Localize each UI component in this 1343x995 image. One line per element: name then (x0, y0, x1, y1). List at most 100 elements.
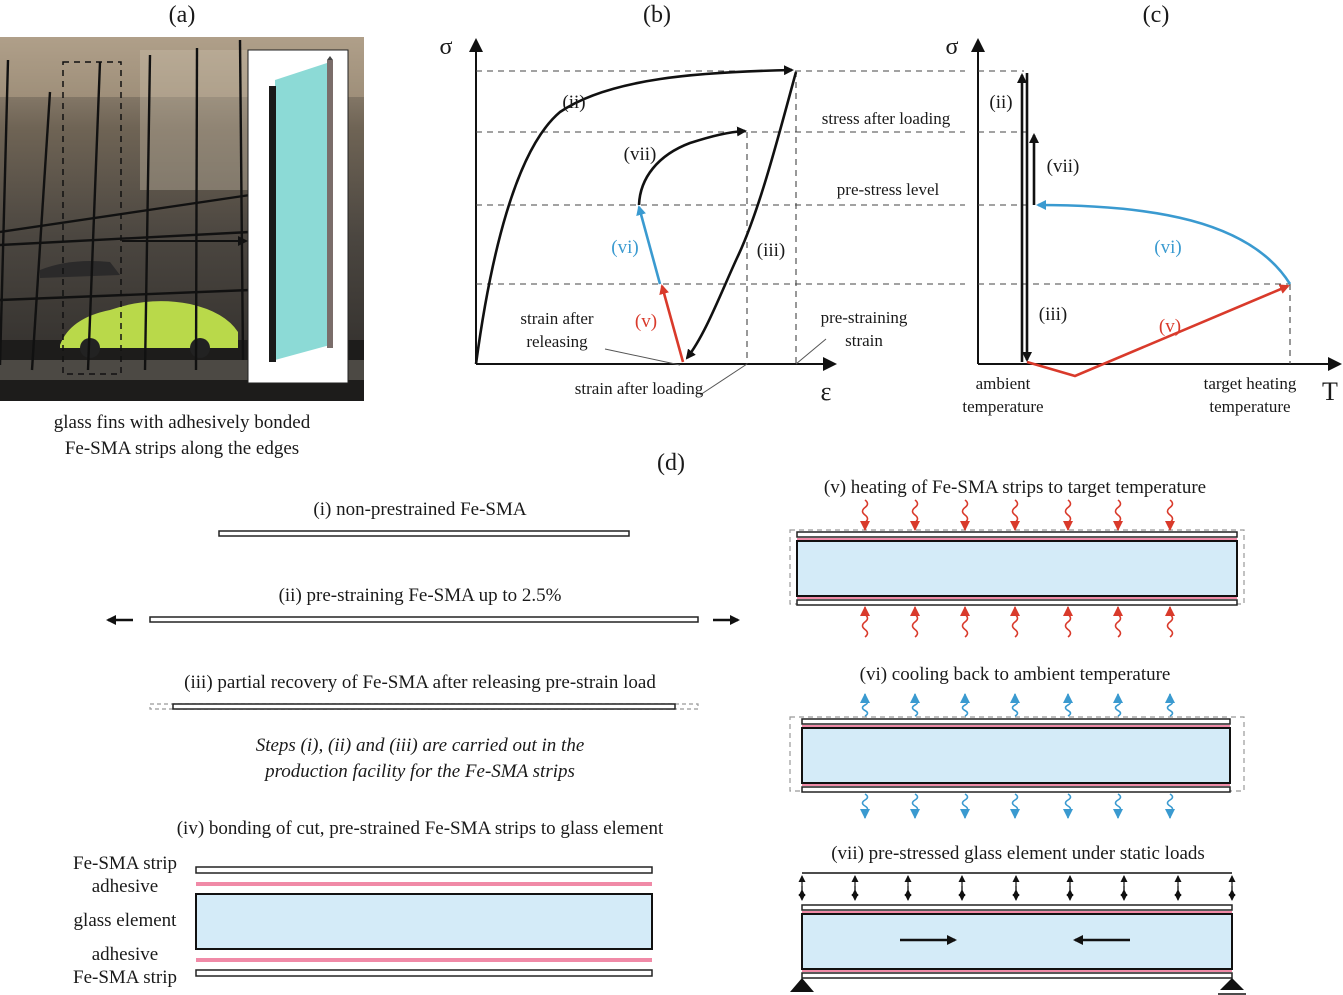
assembly-cooling (789, 693, 1245, 819)
graph-c-label-iii: (iii) (1039, 304, 1068, 325)
photo-caption-line1: glass fins with adhesively bonded (54, 412, 311, 433)
exploded-layers (195, 866, 653, 977)
step-vii-title: (vii) pre-stressed glass element under s… (831, 843, 1205, 864)
cool-arrow (1113, 793, 1123, 819)
step-ii-title: (ii) pre-straining Fe-SMA up to 2.5% (279, 585, 562, 606)
strip-step-ii (149, 616, 699, 623)
label-stress-after-loading: stress after loading (822, 109, 951, 128)
graph-c-label-vii: (vii) (1047, 156, 1080, 177)
curve-b-vii (637, 126, 747, 206)
cool-arrow (1063, 693, 1073, 717)
static-load-arrows (798, 875, 1236, 901)
graph-c-label-ii: (ii) (989, 92, 1012, 113)
graph-b-label-iii: (iii) (757, 240, 786, 261)
label-ambient-2: temperature (962, 397, 1043, 416)
graph-b-label-vi: (vi) (611, 237, 638, 258)
layer-glass (195, 893, 653, 950)
label-strain-after-loading: strain after loading (575, 379, 704, 398)
layer-label-strip-top: Fe-SMA strip (73, 853, 177, 874)
assembly-static-loads (790, 872, 1246, 995)
heat-arrow (960, 499, 970, 531)
heat-arrows-top (860, 499, 1175, 531)
panel-label-b: (b) (643, 2, 671, 28)
cool-arrows-bottom (860, 793, 1175, 819)
label-pre-stress-level: pre-stress level (837, 180, 940, 199)
cool-arrow (1010, 793, 1020, 819)
curve-b-ii (474, 65, 794, 365)
graph-c (971, 38, 1342, 378)
heat-arrow (1063, 606, 1073, 638)
assembly-heating (789, 499, 1245, 638)
graph-b (469, 38, 965, 396)
leader-strain-after-releasing (604, 348, 681, 366)
heat-arrow (1165, 606, 1175, 638)
cool-arrow (860, 693, 870, 717)
heat-arrow (1010, 499, 1020, 531)
label-ambient-1: ambient (976, 374, 1031, 393)
step-iv-title: (iv) bonding of cut, pre-strained Fe-SMA… (177, 818, 664, 839)
graph-c-temperature: T (1322, 377, 1338, 406)
step-iii-title: (iii) partial recovery of Fe-SMA after r… (184, 672, 656, 693)
panel-label-d: (d) (657, 450, 685, 476)
cool-arrow (1063, 793, 1073, 819)
step-note-1: Steps (i), (ii) and (iii) are carried ou… (256, 735, 585, 756)
heat-arrow (860, 606, 870, 638)
photo-glass-fins (0, 37, 364, 401)
label-target-2: temperature (1209, 397, 1290, 416)
strip-step-iii (172, 703, 676, 710)
cool-arrow (1010, 693, 1020, 717)
label-strain-after-releasing-1: strain after (520, 309, 593, 328)
heat-arrow (1165, 499, 1175, 531)
layer-label-strip-bottom: Fe-SMA strip (73, 967, 177, 988)
roller-support (1220, 978, 1244, 990)
heat-arrow (1010, 606, 1020, 638)
leader-pre-straining-strain (795, 338, 827, 365)
step-i-title: (i) non-prestrained Fe-SMA (313, 499, 526, 520)
photo-caption-line2: Fe-SMA strips along the edges (65, 438, 299, 459)
leader-strain-after-loading (699, 363, 748, 396)
label-pre-straining-strain-1: pre-straining (821, 308, 908, 327)
panel-label-c: (c) (1143, 2, 1170, 28)
cool-arrow (1165, 693, 1175, 717)
graph-c-label-vi: (vi) (1154, 237, 1181, 258)
cool-arrow (910, 693, 920, 717)
layer-label-adhesive-bottom: adhesive (92, 944, 158, 965)
cool-arrow (960, 693, 970, 717)
step-note-2: production facility for the Fe-SMA strip… (263, 761, 575, 782)
heat-arrow (860, 499, 870, 531)
cool-arrow (860, 793, 870, 819)
heat-arrows-bottom (860, 606, 1175, 638)
layer-label-glass: glass element (74, 910, 178, 931)
pin-support (790, 978, 814, 992)
layer-strip-top (195, 866, 653, 874)
step-vi-title: (vi) cooling back to ambient temperature (860, 664, 1171, 685)
strip-step-i (218, 530, 630, 537)
step-v-title: (v) heating of Fe-SMA strips to target t… (824, 477, 1206, 498)
cool-arrows-top (860, 693, 1175, 717)
graph-b-epsilon: ε (821, 377, 832, 406)
graph-c-label-v: (v) (1159, 316, 1181, 337)
heat-arrow (960, 606, 970, 638)
graph-b-label-vii: (vii) (624, 144, 657, 165)
graph-c-sigma: σ (946, 34, 959, 60)
heat-arrow (1113, 499, 1123, 531)
cool-arrow (960, 793, 970, 819)
label-pre-straining-strain-2: strain (845, 331, 883, 350)
heat-arrow (910, 606, 920, 638)
curve-b-vi (636, 205, 662, 285)
heat-arrow (1063, 499, 1073, 531)
label-target-1: target heating (1204, 374, 1297, 393)
cool-arrow (1113, 693, 1123, 717)
graph-b-sigma: σ (440, 34, 453, 60)
heat-arrow (1113, 606, 1123, 638)
curve-c-v (1026, 284, 1290, 378)
curve-b-iii (685, 71, 798, 360)
cool-arrow (910, 793, 920, 819)
heat-arrow (910, 499, 920, 531)
label-strain-after-releasing-2: releasing (526, 332, 588, 351)
curve-c-vi (1036, 200, 1292, 285)
graph-b-label-ii: (ii) (562, 92, 585, 113)
graph-b-label-v: (v) (635, 311, 657, 332)
